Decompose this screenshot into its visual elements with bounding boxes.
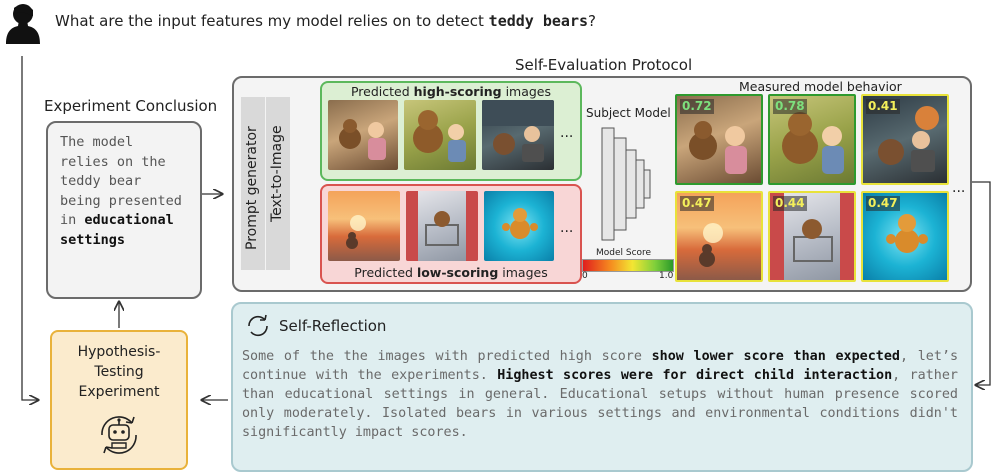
conclusion-box: The model relies on the teddy bear being… bbox=[46, 121, 202, 299]
protocol-title: Self-Evaluation Protocol bbox=[515, 56, 693, 74]
prompt-generator-bar: Prompt generator bbox=[241, 97, 265, 270]
reflection-segment-2: , let’s continue with the experiments. bbox=[242, 349, 959, 383]
low-image-2 bbox=[406, 191, 478, 261]
high-image-2 bbox=[404, 100, 476, 170]
user-question: What are the input features my model rel… bbox=[55, 12, 596, 30]
score-low-3: 0.47 bbox=[866, 196, 900, 211]
score-high-1: 0.72 bbox=[680, 99, 714, 114]
reflection-segment-0: Some of the the images with predicted hi… bbox=[242, 349, 652, 364]
score-low-1: 0.47 bbox=[680, 196, 714, 211]
reflection-segment-1: show lower score than expected bbox=[651, 349, 900, 364]
measured-high-2: 0.78 bbox=[768, 94, 856, 185]
reflection-text: Some of the the images with predicted hi… bbox=[242, 347, 958, 442]
score-high-2: 0.78 bbox=[773, 99, 807, 114]
high-scoring-panel: Predicted high-scoring images ... bbox=[320, 81, 582, 181]
refresh-icon bbox=[245, 313, 271, 339]
colorbar-title: Model Score bbox=[596, 248, 652, 258]
hypothesis-title: Hypothesis-Testing Experiment bbox=[77, 344, 161, 400]
low-ellipsis: ... bbox=[560, 220, 574, 236]
high-scoring-label: Predicted high-scoring images bbox=[350, 84, 552, 99]
reflection-segment-3: Highest scores were for direct child int… bbox=[497, 368, 893, 383]
measured-low-2: 0.44 bbox=[768, 191, 856, 282]
hypothesis-box: Hypothesis-Testing Experiment bbox=[50, 330, 188, 470]
colorbar-max: 1.0 bbox=[659, 271, 674, 281]
subject-model-label: Subject Model bbox=[586, 106, 671, 120]
reflection-title: Self-Reflection bbox=[279, 317, 387, 335]
measured-label: Measured model behavior bbox=[739, 79, 902, 94]
low-image-3 bbox=[484, 191, 554, 261]
high-image-1 bbox=[328, 100, 398, 170]
high-ellipsis: ... bbox=[560, 125, 574, 141]
conclusion-text: The model relies on the teddy bear being… bbox=[60, 134, 182, 248]
measured-low-3: 0.47 bbox=[861, 191, 949, 282]
low-scoring-label: Predicted low-scoring images bbox=[354, 265, 548, 280]
conclusion-title: Experiment Conclusion bbox=[44, 97, 218, 115]
score-high-3: 0.41 bbox=[866, 99, 900, 114]
low-scoring-panel: ... Predicted low-scoring images bbox=[320, 184, 582, 284]
text-to-image-bar: Text-to-Image bbox=[266, 97, 290, 270]
measured-high-3: 0.41 bbox=[861, 94, 949, 185]
reflection-box bbox=[231, 302, 973, 472]
user-icon bbox=[6, 2, 40, 44]
measured-low-1: 0.47 bbox=[675, 191, 763, 282]
subject-model-icon bbox=[601, 127, 651, 241]
reflection-segment-4: , rather than educational settings in ge… bbox=[242, 368, 958, 440]
score-low-2: 0.44 bbox=[773, 196, 807, 211]
colorbar-min: 0 bbox=[582, 271, 588, 281]
measured-ellipsis: ... bbox=[952, 180, 966, 196]
measured-high-1: 0.72 bbox=[675, 94, 763, 185]
colorbar bbox=[582, 259, 674, 272]
low-image-1 bbox=[328, 191, 400, 261]
robot-icon bbox=[94, 410, 144, 460]
high-image-3 bbox=[482, 100, 554, 170]
